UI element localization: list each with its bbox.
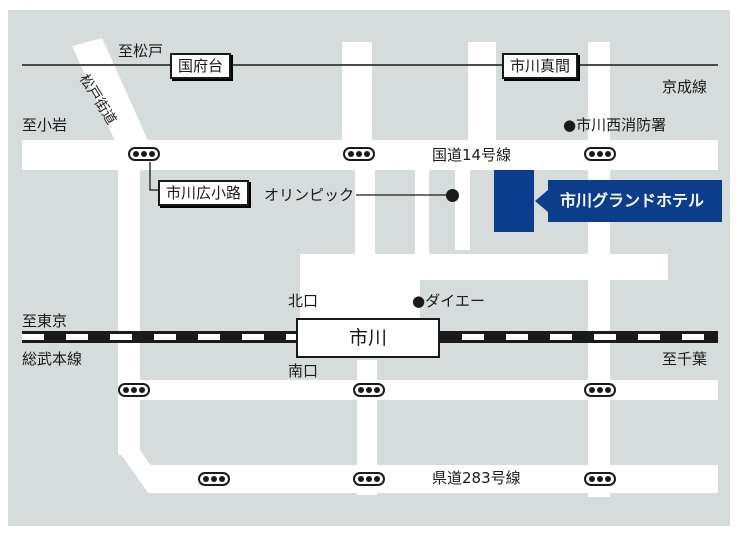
traffic-signal-icon [584,383,616,397]
traffic-signal-icon [343,147,375,161]
hotel-building [494,170,534,232]
olympic-road [415,170,429,260]
olympic-marker [446,189,459,202]
olympic-label: オリンピック [264,186,355,204]
fire-station-label: ●市川西消防署 [563,116,667,134]
ichikawa-mama-station-label: 市川真間 [502,53,579,79]
hotel-label: 市川グランドホテル [548,180,722,222]
station-plaza [300,254,420,318]
matsudo-kaido-road [72,38,150,152]
traffic-signals [118,147,616,486]
keisei-line-label: 京成線 [662,78,708,96]
kokufudai-station-label: 国府台 [170,53,232,79]
traffic-signal-icon [118,383,150,397]
hotel-arrow [535,190,548,212]
traffic-signal-icon [198,472,230,486]
to-koiwa-label: 至小岩 [22,116,68,134]
north-vertical-road [468,42,496,142]
center-vertical-road [342,42,372,142]
to-matsudo-label: 至松戸 [118,42,164,60]
to-chiba-label: 至千葉 [662,350,708,368]
ichikawa-hirokoji-label: 市川広小路 [158,180,250,206]
east-vertical-road [588,42,610,497]
route283-label: 県道283号線 [432,469,521,487]
ichikawa-station: 市川 [296,318,440,358]
south-road [118,380,718,400]
traffic-signal-icon [584,472,616,486]
route283-road [150,465,718,493]
route14-label: 国道14号線 [432,146,512,164]
sobu-line-label: 総武本線 [22,350,83,368]
north-exit-label: 北口 [288,292,319,310]
to-tokyo-label: 至東京 [22,312,68,330]
bottom-margin [0,527,740,535]
traffic-signal-icon [128,147,160,161]
traffic-signal-icon [353,383,385,397]
west-vertical-road [118,165,140,455]
traffic-signal-icon [353,472,385,486]
olympic-diagonal-road [455,170,470,250]
south-exit-label: 南口 [288,362,319,380]
daiei-label: ●ダイエー [412,292,485,310]
traffic-signal-icon [584,147,616,161]
west-diagonal-road [118,450,170,493]
center-vertical-road-2 [355,170,375,254]
hirokoji-leader-line [149,162,160,191]
